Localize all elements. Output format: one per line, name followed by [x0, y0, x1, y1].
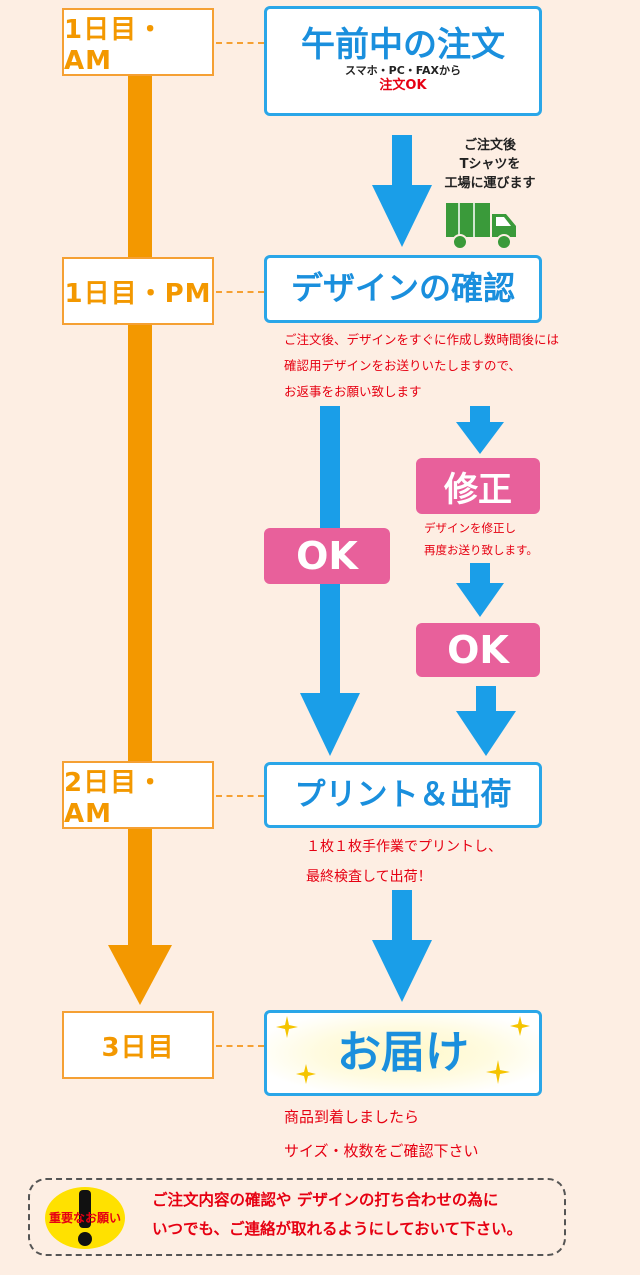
- design-note-line: お返事をお願い致します: [284, 384, 422, 399]
- timeline-arrow: [108, 70, 172, 1005]
- sparkle-icon: [486, 1060, 510, 1084]
- connector-day1-am: [216, 42, 264, 44]
- arrow-design-to-revise: [456, 406, 504, 454]
- arrow-order-to-design: [372, 135, 432, 247]
- design-note: ご注文後、デザインをすぐに作成し数時間後には 確認用デザインをお送りいたしますの…: [284, 327, 624, 405]
- ok-left-badge: OK: [264, 528, 390, 584]
- order-step-title: 午前中の注文: [301, 24, 505, 65]
- notice-line-2: いつでも、ご連絡が取れるようにしておいて下さい。: [152, 1220, 523, 1238]
- day2-am-label: 2日目・AM: [62, 761, 214, 829]
- revise-note-line: デザインを修正し: [424, 521, 516, 535]
- connector-day3: [216, 1045, 264, 1047]
- print-note-line: 最終検査して出荷！: [306, 869, 432, 885]
- print-step-box: プリント＆出荷: [264, 762, 542, 828]
- delivery-step-box: お届け: [264, 1010, 542, 1096]
- order-step-ok: 注文OK: [379, 78, 427, 94]
- design-note-line: ご注文後、デザインをすぐに作成し数時間後には: [284, 332, 560, 347]
- delivery-step-title: お届け: [337, 1026, 469, 1078]
- arrow-ok-to-print: [456, 686, 516, 756]
- order-step-box: 午前中の注文 スマホ・PC・FAXから 注文OK: [264, 6, 542, 116]
- revise-note: デザインを修正し 再度お送り致します。: [424, 517, 538, 561]
- revise-badge: 修正: [416, 458, 540, 514]
- day1-am-label: 1日目・AM: [62, 8, 214, 76]
- design-step-box: デザインの確認: [264, 255, 542, 323]
- transport-note-line: 工場に運びます: [444, 176, 536, 191]
- connector-day1-pm: [216, 291, 264, 293]
- delivery-note-line: 商品到着しましたら: [284, 1108, 420, 1126]
- design-step-title: デザインの確認: [290, 269, 515, 308]
- transport-note: ご注文後 Tシャツを 工場に運びます: [420, 136, 560, 193]
- truck-icon: [446, 203, 516, 250]
- print-note: １枚１枚手作業でプリントし、 最終検査して出荷！: [306, 832, 626, 892]
- notice-line-1: ご注文内容の確認や デザインの打ち合わせの為に: [152, 1191, 499, 1209]
- order-step-sub: スマホ・PC・FAXから: [344, 64, 462, 78]
- sparkle-icon: [276, 1016, 298, 1038]
- day1-pm-label: 1日目・PM: [62, 257, 214, 325]
- print-note-line: １枚１枚手作業でプリントし、: [306, 839, 502, 855]
- transport-note-line: ご注文後: [463, 138, 516, 153]
- delivery-note: 商品到着しましたら サイズ・枚数をご確認下さい: [284, 1100, 604, 1168]
- notice-box: [28, 1178, 566, 1256]
- day3-label: 3日目: [62, 1011, 214, 1079]
- transport-note-line: Tシャツを: [459, 157, 521, 172]
- arrow-print-to-delivery: [372, 890, 432, 1002]
- arrow-revise-to-ok: [456, 563, 504, 617]
- revise-note-line: 再度お送り致します。: [424, 543, 538, 557]
- delivery-note-line: サイズ・枚数をご確認下さい: [284, 1142, 479, 1160]
- connector-day2-am: [216, 795, 264, 797]
- print-step-title: プリント＆出荷: [294, 776, 512, 813]
- sparkle-icon: [296, 1064, 316, 1084]
- notice-badge: 重要なお願い: [48, 1211, 121, 1225]
- ok-right-badge: OK: [416, 623, 540, 677]
- exclamation-icon: [45, 1187, 125, 1249]
- notice-text: ご注文内容の確認や デザインの打ち合わせの為に いつでも、ご連絡が取れるようにし…: [152, 1186, 522, 1244]
- design-note-line: 確認用デザインをお送りいたしますので、: [284, 358, 522, 373]
- sparkle-icon: [510, 1016, 530, 1036]
